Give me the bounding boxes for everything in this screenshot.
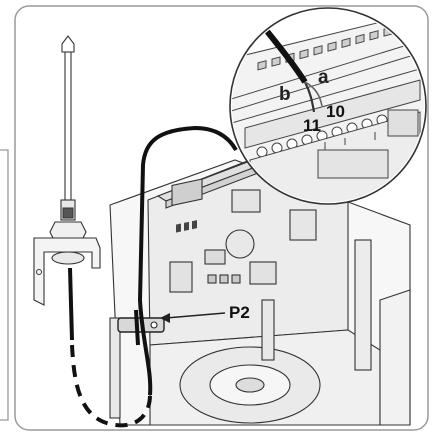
- magnified-relay-pins: [324, 132, 376, 150]
- antenna-connector-dark: [62, 207, 74, 219]
- mounting-post-right: [261, 299, 275, 361]
- component-block-1: [204, 249, 226, 265]
- bracket-hole: [36, 269, 42, 275]
- label-b: b: [279, 84, 291, 105]
- control-board-assembly: [109, 157, 411, 426]
- magnified-rail-3: [232, 65, 424, 125]
- transformer-coil: [225, 229, 255, 259]
- display-digits: [176, 220, 197, 233]
- clamp-cable-segment: [134, 309, 140, 346]
- label-terminal-11: 11: [303, 116, 321, 135]
- antenna: [33, 35, 101, 306]
- mounting-post-left: [109, 317, 121, 419]
- component-block-2: [169, 261, 193, 293]
- mounting-post-far-right: [354, 239, 372, 371]
- label-p2: P2: [229, 303, 250, 322]
- conductor-b: [304, 81, 316, 113]
- magnifier-detail: [229, 7, 427, 205]
- magnified-rail-2: [232, 49, 424, 113]
- gear-center: [235, 377, 265, 393]
- antenna-cable-to-board: [137, 125, 238, 396]
- antenna-bracket: [33, 237, 101, 306]
- conductor-a: [304, 81, 323, 107]
- p2-pointer-line: [165, 312, 226, 319]
- clamp-screw: [150, 321, 158, 329]
- antenna-rod: [64, 51, 72, 203]
- chip-row: [207, 274, 241, 284]
- antenna-cable-dashed-route: [70, 344, 152, 428]
- p2-pointer-arrowhead: [160, 313, 170, 323]
- relay-component: [231, 189, 261, 213]
- bracket-washer: [51, 251, 85, 265]
- component-block-3: [249, 261, 277, 285]
- display-window: [171, 178, 203, 207]
- figure-frame: [14, 5, 429, 431]
- antenna-tip: [61, 35, 75, 53]
- label-terminal-10: 10: [326, 102, 345, 121]
- side-bracket: [379, 289, 411, 426]
- magnified-relay: [317, 149, 389, 179]
- left-side-bracket: [0, 149, 9, 421]
- antenna-cable: [68, 267, 74, 341]
- label-a: a: [318, 67, 329, 88]
- component-block-4: [289, 209, 317, 241]
- magnified-rail-1: [232, 37, 424, 101]
- magnified-terminal-block-top: [244, 79, 421, 149]
- magnified-connector: [387, 109, 419, 137]
